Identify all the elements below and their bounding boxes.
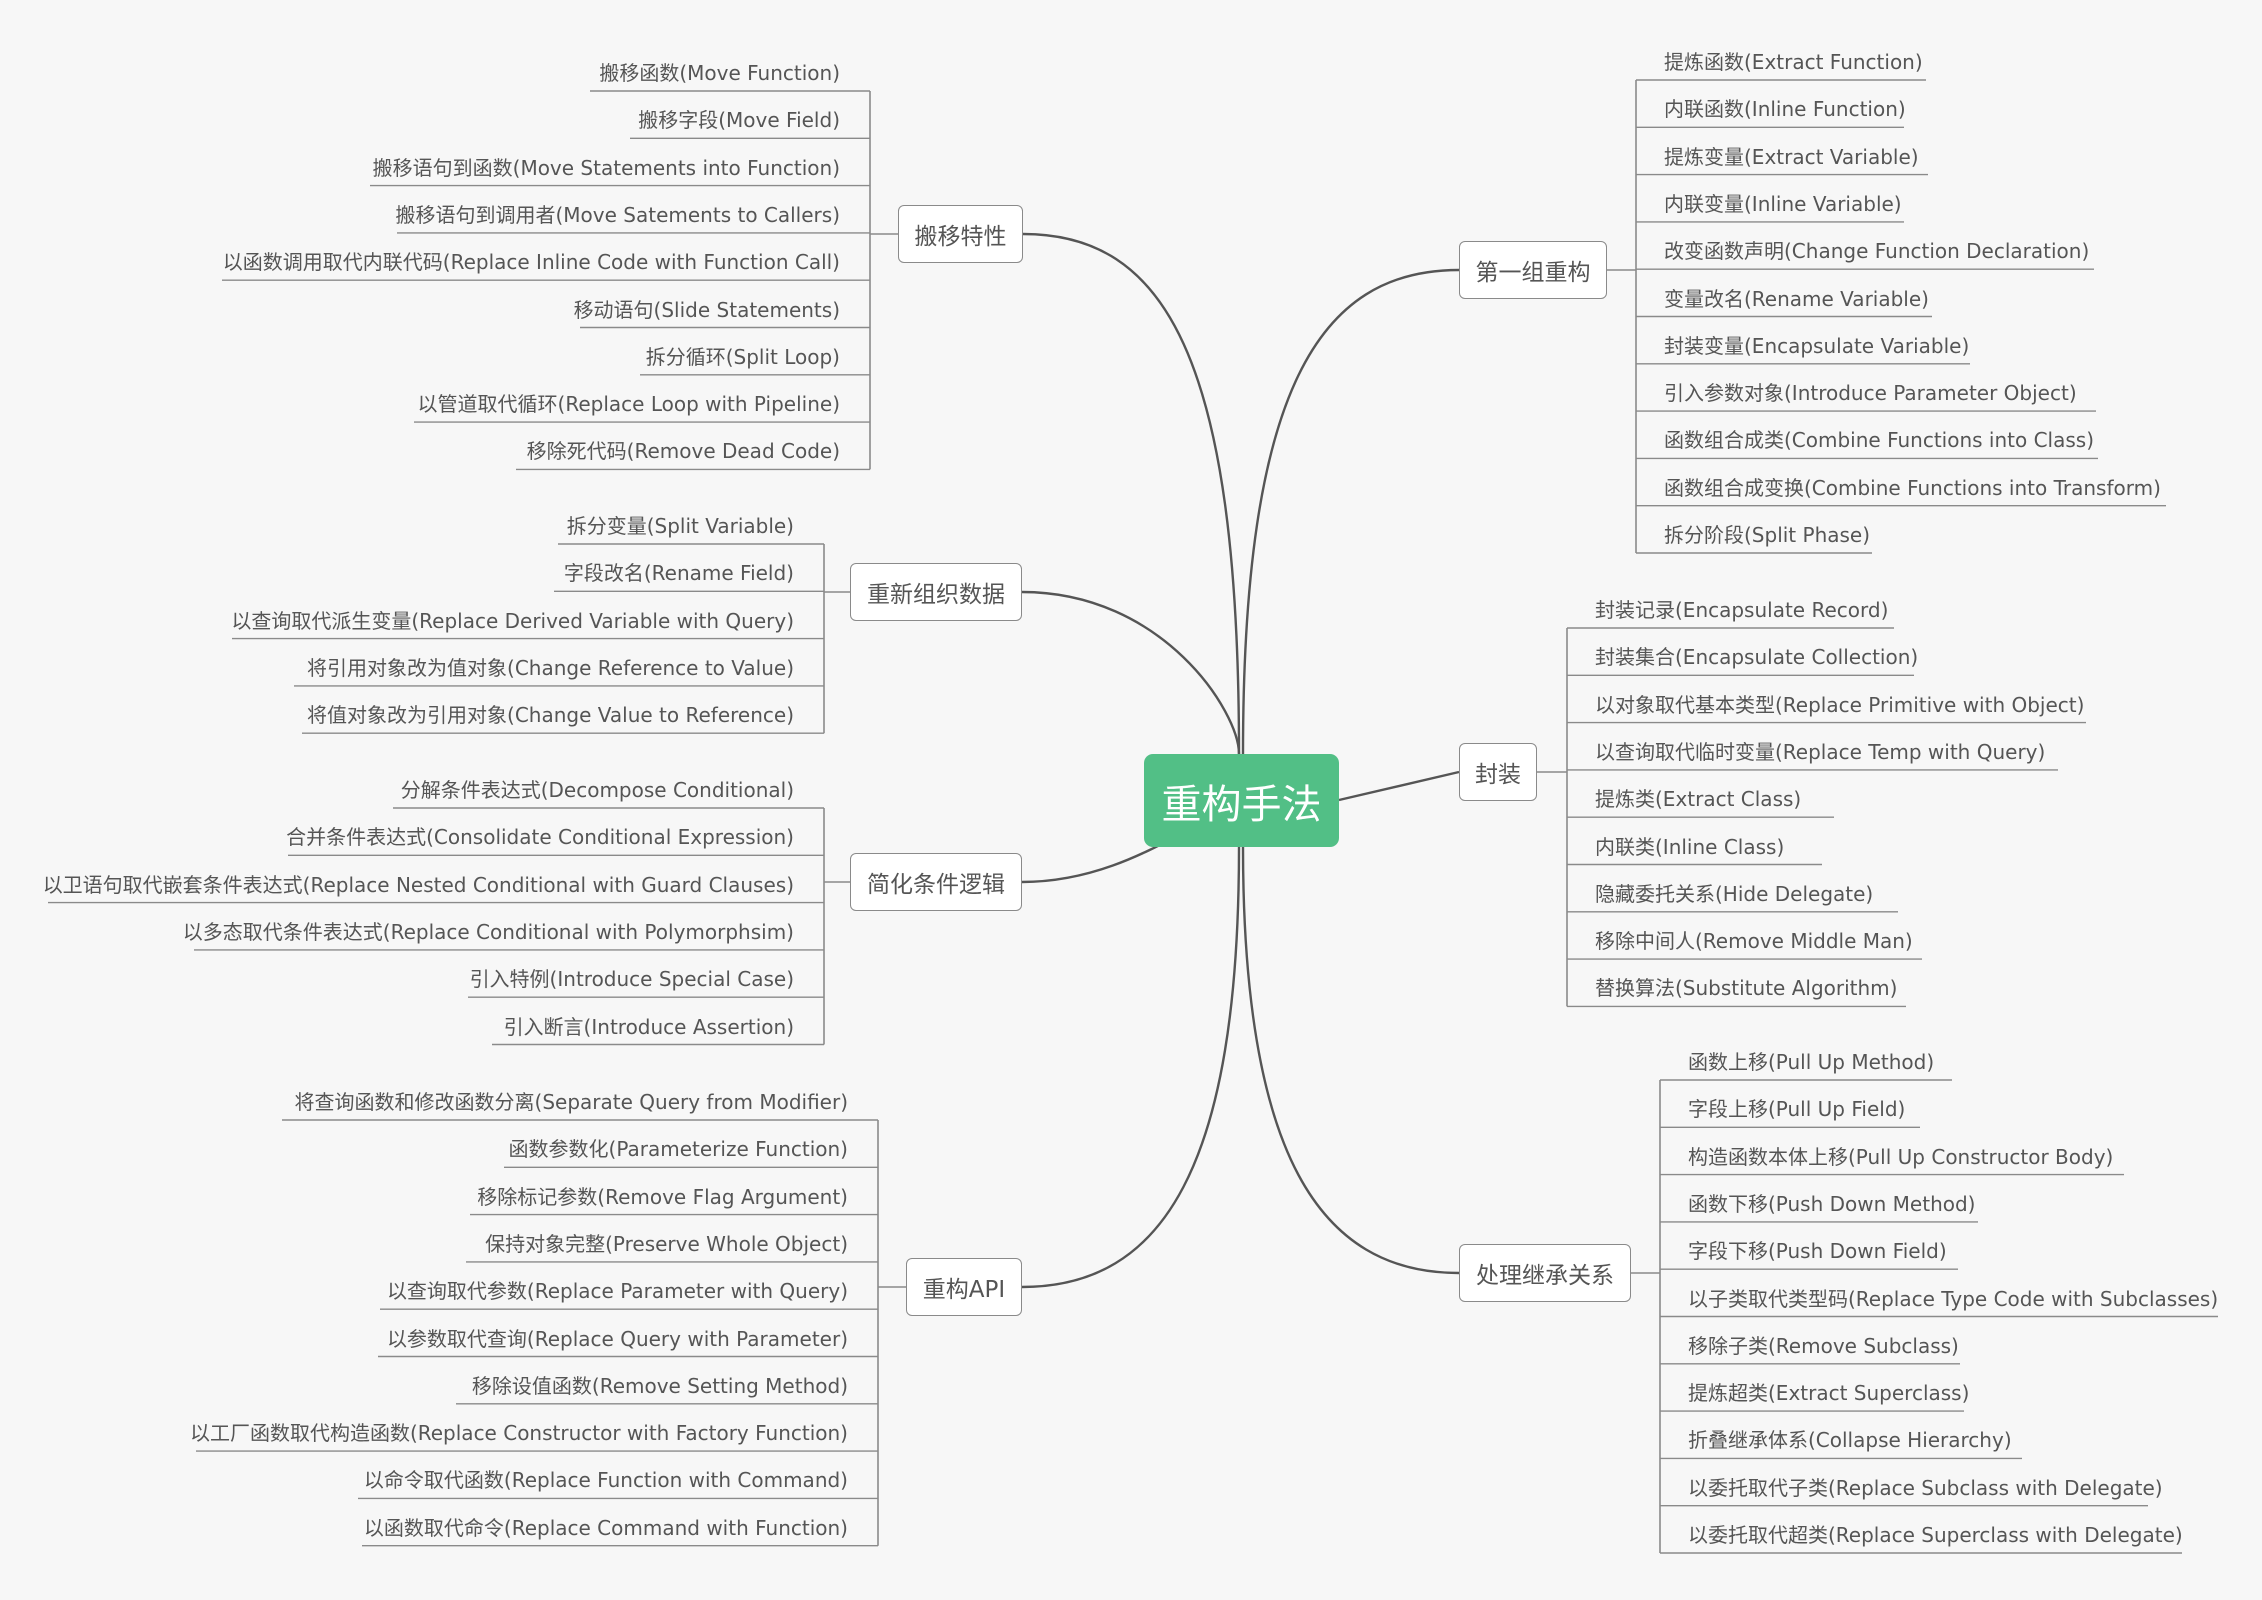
connector-inheritance bbox=[1241, 846, 1460, 1275]
leaf-first-set-11[interactable]: 拆分阶段(Split Phase) bbox=[1664, 523, 1871, 547]
leaf-organize-data-3[interactable]: 以查询取代派生变量(Replace Derived Variable with … bbox=[231, 608, 794, 633]
leaf-move-features-9[interactable]: 移除死代码(Remove Dead Code) bbox=[526, 439, 840, 464]
leaf-encapsulation-5[interactable]: 提炼类(Extract Class) bbox=[1595, 787, 1802, 812]
leaf-move-features-6[interactable]: 移动语句(Slide Statements) bbox=[573, 297, 840, 322]
leaf-inheritance-5[interactable]: 字段下移(Push Down Field) bbox=[1688, 1239, 1947, 1264]
leaf-refactor-api-2[interactable]: 函数参数化(Parameterize Function) bbox=[508, 1137, 848, 1162]
leaf-inheritance-4[interactable]: 函数下移(Push Down Method) bbox=[1688, 1191, 1976, 1216]
leaf-simplify-conditional-5[interactable]: 引入特例(Introduce Special Case) bbox=[469, 967, 794, 992]
leaf-inheritance-3[interactable]: 构造函数本体上移(Pull Up Constructor Body) bbox=[1688, 1144, 2114, 1169]
leaf-move-features-2[interactable]: 搬移字段(Move Field) bbox=[638, 108, 840, 133]
leaf-move-features-5[interactable]: 以函数调用取代内联代码(Replace Inline Code with Fun… bbox=[222, 250, 840, 275]
branch-inheritance[interactable]: 处理继承关系 bbox=[1459, 1244, 1631, 1302]
leaf-encapsulation-4[interactable]: 以查询取代临时变量(Replace Temp with Query) bbox=[1595, 739, 2046, 764]
connector-organize-data bbox=[1021, 590, 1241, 755]
leaf-first-set-6[interactable]: 变量改名(Rename Variable) bbox=[1664, 286, 1929, 311]
branch-move-features[interactable]: 搬移特性 bbox=[898, 205, 1023, 263]
leaf-simplify-conditional-2[interactable]: 合并条件表达式(Consolidate Conditional Expressi… bbox=[286, 825, 794, 850]
leaf-move-features-8[interactable]: 以管道取代循环(Replace Loop with Pipeline) bbox=[417, 392, 840, 417]
leaf-refactor-api-1[interactable]: 将查询函数和修改函数分离(Separate Query from Modifie… bbox=[294, 1090, 848, 1114]
branch-encapsulation[interactable]: 封装 bbox=[1459, 743, 1537, 801]
leaf-encapsulation-2[interactable]: 封装集合(Encapsulate Collection) bbox=[1595, 645, 1919, 670]
leaf-encapsulation-8[interactable]: 移除中间人(Remove Middle Man) bbox=[1595, 929, 1913, 954]
leaf-refactor-api-9[interactable]: 以命令取代函数(Replace Function with Command) bbox=[363, 1468, 848, 1493]
leaf-move-features-4[interactable]: 搬移语句到调用者(Move Satements to Callers) bbox=[395, 202, 841, 227]
leaf-move-features-7[interactable]: 拆分循环(Split Loop) bbox=[645, 344, 840, 369]
leaf-encapsulation-6[interactable]: 内联类(Inline Class) bbox=[1595, 834, 1785, 859]
leaf-first-set-2[interactable]: 内联函数(Inline Function) bbox=[1664, 97, 1906, 122]
leaf-refactor-api-3[interactable]: 移除标记参数(Remove Flag Argument) bbox=[477, 1184, 848, 1209]
leaf-first-set-9[interactable]: 函数组合成类(Combine Functions into Class) bbox=[1664, 428, 2095, 453]
leaf-encapsulation-9[interactable]: 替换算法(Substitute Algorithm) bbox=[1595, 976, 1898, 1001]
connector-encapsulation bbox=[1338, 770, 1460, 802]
leaf-first-set-10[interactable]: 函数组合成变换(Combine Functions into Transform… bbox=[1664, 475, 2161, 500]
leaf-organize-data-5[interactable]: 将值对象改为引用对象(Change Value to Reference) bbox=[307, 703, 794, 728]
leaf-first-set-5[interactable]: 改变函数声明(Change Function Declaration) bbox=[1664, 239, 2090, 264]
leaf-refactor-api-8[interactable]: 以工厂函数取代构造函数(Replace Constructor with Fac… bbox=[189, 1421, 848, 1446]
branch-first-set[interactable]: 第一组重构 bbox=[1459, 241, 1607, 299]
leaf-simplify-conditional-6[interactable]: 引入断言(Introduce Assertion) bbox=[503, 1014, 794, 1039]
leaf-organize-data-2[interactable]: 字段改名(Rename Field) bbox=[563, 561, 794, 586]
branch-refactor-api[interactable]: 重构API bbox=[906, 1258, 1022, 1316]
leaf-inheritance-7[interactable]: 移除子类(Remove Subclass) bbox=[1688, 1333, 1959, 1358]
leaf-refactor-api-6[interactable]: 以参数取代查询(Replace Query with Parameter) bbox=[386, 1326, 848, 1351]
leaf-move-features-3[interactable]: 搬移语句到函数(Move Statements into Function) bbox=[372, 155, 840, 180]
root-topic[interactable]: 重构手法 bbox=[1144, 754, 1339, 847]
leaf-first-set-4[interactable]: 内联变量(Inline Variable) bbox=[1664, 191, 1902, 216]
leaf-organize-data-4[interactable]: 将引用对象改为值对象(Change Reference to Value) bbox=[307, 655, 794, 680]
leaf-inheritance-10[interactable]: 以委托取代子类(Replace Subclass with Delegate) bbox=[1688, 1475, 2163, 1500]
connector-move-features bbox=[1022, 232, 1241, 755]
leaf-first-set-7[interactable]: 封装变量(Encapsulate Variable) bbox=[1664, 333, 1970, 358]
leaf-refactor-api-7[interactable]: 移除设值函数(Remove Setting Method) bbox=[471, 1373, 848, 1398]
leaf-encapsulation-1[interactable]: 封装记录(Encapsulate Record) bbox=[1595, 598, 1889, 622]
leaf-encapsulation-3[interactable]: 以对象取代基本类型(Replace Primitive with Object) bbox=[1595, 692, 2085, 717]
leaf-simplify-conditional-3[interactable]: 以卫语句取代嵌套条件表达式(Replace Nested Conditional… bbox=[42, 872, 794, 897]
connector-first-set bbox=[1241, 268, 1460, 755]
branch-organize-data[interactable]: 重新组织数据 bbox=[850, 563, 1022, 621]
leaf-simplify-conditional-4[interactable]: 以多态取代条件表达式(Replace Conditional with Poly… bbox=[182, 919, 794, 944]
leaf-inheritance-9[interactable]: 折叠继承体系(Collapse Hierarchy) bbox=[1688, 1428, 2012, 1453]
leaf-refactor-api-5[interactable]: 以查询取代参数(Replace Parameter with Query) bbox=[386, 1279, 848, 1304]
leaf-inheritance-2[interactable]: 字段上移(Pull Up Field) bbox=[1688, 1097, 1906, 1122]
leaf-simplify-conditional-1[interactable]: 分解条件表达式(Decompose Conditional) bbox=[400, 778, 794, 802]
leaf-inheritance-11[interactable]: 以委托取代超类(Replace Superclass with Delegate… bbox=[1688, 1523, 2183, 1547]
leaf-first-set-8[interactable]: 引入参数对象(Introduce Parameter Object) bbox=[1664, 381, 2077, 406]
leaf-move-features-1[interactable]: 搬移函数(Move Function) bbox=[599, 61, 840, 85]
leaf-inheritance-6[interactable]: 以子类取代类型码(Replace Type Code with Subclass… bbox=[1688, 1286, 2219, 1311]
leaf-organize-data-1[interactable]: 拆分变量(Split Variable) bbox=[566, 514, 794, 538]
leaf-refactor-api-4[interactable]: 保持对象完整(Preserve Whole Object) bbox=[485, 1231, 848, 1256]
leaf-first-set-1[interactable]: 提炼函数(Extract Function) bbox=[1664, 50, 1923, 74]
leaf-encapsulation-7[interactable]: 隐藏委托关系(Hide Delegate) bbox=[1595, 881, 1874, 906]
leaf-inheritance-1[interactable]: 函数上移(Pull Up Method) bbox=[1688, 1050, 1935, 1074]
leaf-first-set-3[interactable]: 提炼变量(Extract Variable) bbox=[1664, 144, 1919, 169]
leaf-inheritance-8[interactable]: 提炼超类(Extract Superclass) bbox=[1688, 1381, 1970, 1406]
connector-refactor-api bbox=[1021, 846, 1241, 1289]
branch-simplify-conditional[interactable]: 简化条件逻辑 bbox=[850, 853, 1022, 911]
leaf-refactor-api-10[interactable]: 以函数取代命令(Replace Command with Function) bbox=[363, 1515, 848, 1540]
